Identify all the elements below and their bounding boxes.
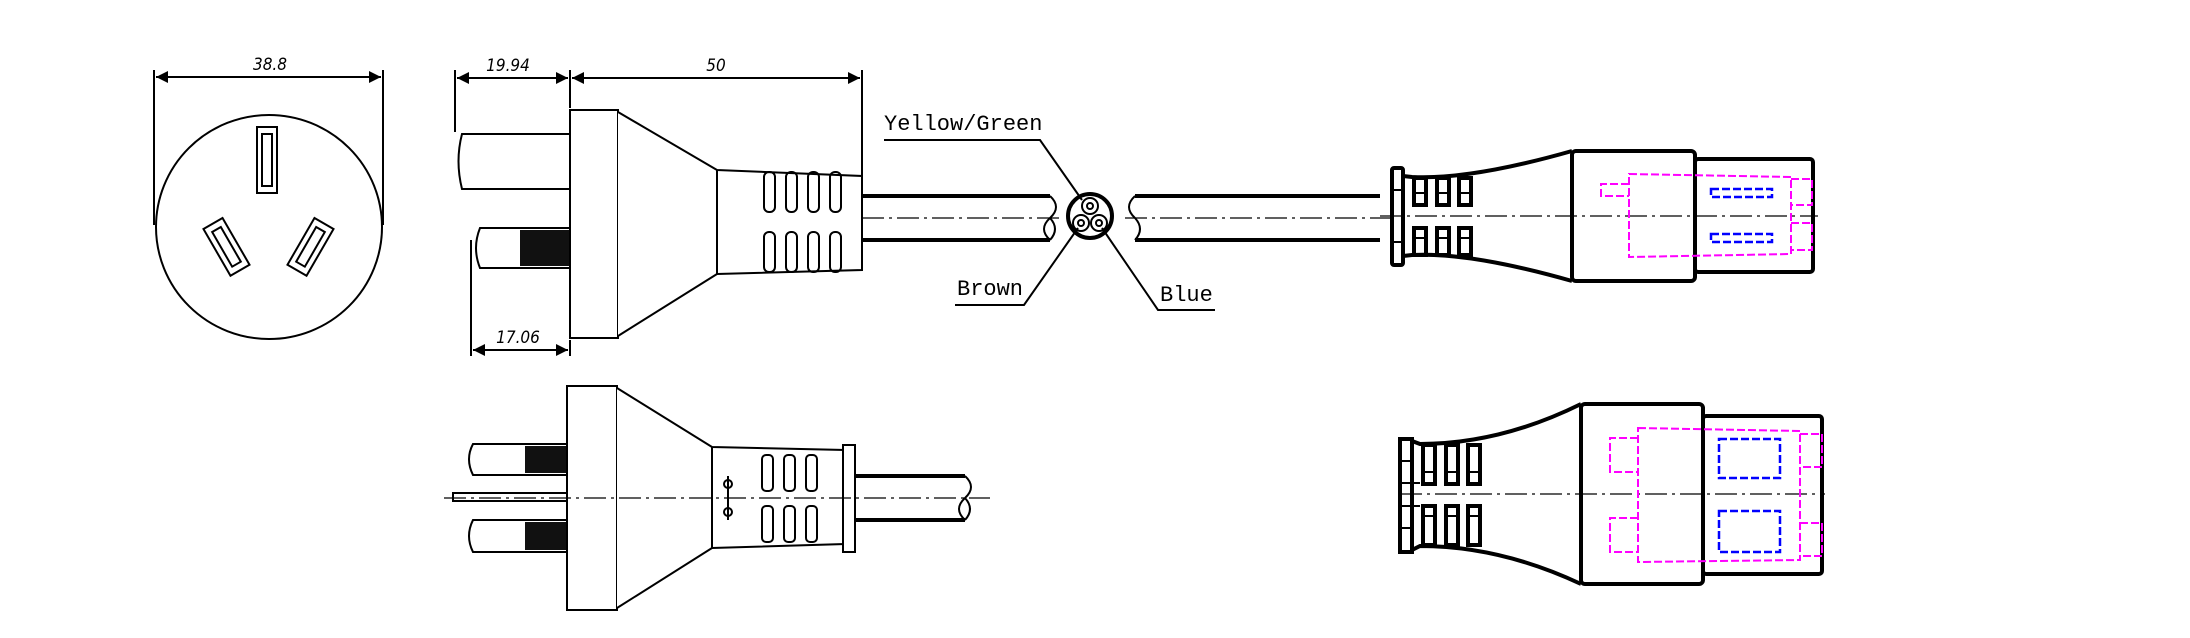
pin-earth [452,492,568,502]
label-blue: Blue [1160,283,1213,308]
cable-left-segment [862,194,1062,242]
grip-ribs [763,171,842,273]
plug-face-outline [155,114,383,340]
earth-pin [457,133,569,190]
plug-body [617,111,863,337]
label-brown: Brown [957,277,1023,302]
earth-pin-slot [256,126,278,194]
plug-face-view: 38.8 [153,55,384,340]
connector-grip-ribs [1412,176,1473,257]
dimension-lower-pin-length: 17.06 [496,328,540,348]
connector-front-top [1701,414,1824,576]
contact-lower [1717,509,1782,554]
dimension-pin-length: 19.94 [486,56,530,76]
cable-right-segment [1125,194,1392,242]
dimension-face-width: 38.8 [253,55,287,75]
live-pin-slot [202,216,251,278]
plug-top-view [444,385,990,611]
connector-side-view [1380,149,1818,283]
plug-flange [569,109,619,339]
dimension-plug-length: 50 [706,56,725,76]
grip-ribs-top [761,454,818,543]
contact-upper [1717,437,1782,480]
neutral-pin-slot [286,216,335,278]
connector-top-view [1398,402,1825,586]
plug-side-view: 19.94 50 17.06 [454,56,1392,356]
connector-grip-ribs-top [1421,443,1482,547]
cable-cross-section [1066,192,1114,240]
label-yellow-green: Yellow/Green [884,112,1042,137]
